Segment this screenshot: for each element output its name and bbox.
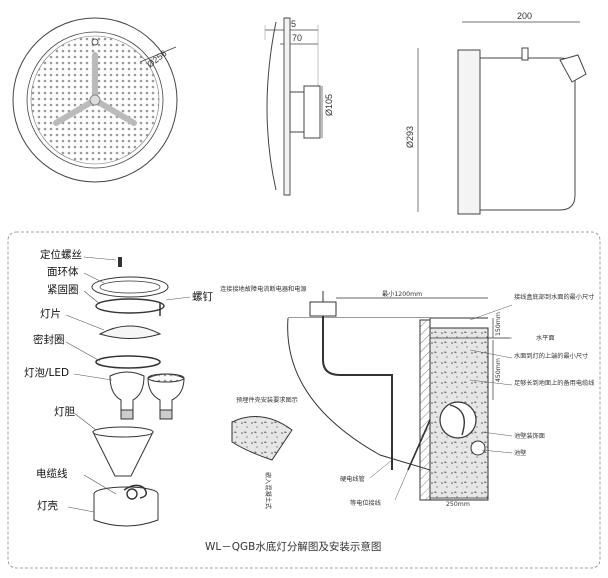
side-inner-dim: 70	[292, 33, 302, 43]
label-gasket: 密封圈	[33, 333, 65, 346]
note-wall: 池壁	[514, 449, 526, 457]
label-rigid-conduit: 硬电线管	[340, 475, 365, 483]
label-bulb-led: 灯泡/LED	[24, 366, 69, 379]
label-bonding: 等电位接线	[350, 499, 381, 507]
label-lens: 灯片	[40, 307, 61, 320]
label-cable: 电缆线	[36, 467, 68, 480]
label-housing: 灯壳	[37, 499, 58, 512]
label-reflector: 灯胆	[54, 406, 75, 418]
side-diameter-label: Ø105	[324, 94, 334, 116]
installation-diagram: 连接接地故障电流断电器和电源 最小1200mm 250mm 150mm 450m…	[220, 285, 594, 509]
diagram-caption: WL－QGB水底灯分解图及安装示意图	[205, 540, 381, 553]
inset-note: 嵌入混凝土式	[264, 472, 272, 509]
label-set-screw: 定位螺丝	[40, 248, 82, 261]
housing-view: 200 Ø293	[405, 11, 587, 215]
dim-side-label: 450mm	[495, 358, 502, 382]
exploded-view: 定位螺丝 面环体 紧固圈 螺钉 灯片 密封圈 灯泡/LED 灯胆 电缆线 灯壳	[24, 248, 213, 527]
cable-note: 连接接地故障电流断电器和电源	[220, 285, 307, 293]
label-face-ring: 面环体	[47, 266, 79, 278]
note-wall-finish: 池壁装饰面	[514, 432, 545, 440]
label-clamp-ring: 紧固圈	[47, 284, 79, 296]
inset-title: 预埋件壳安装要求图示	[236, 396, 298, 404]
min-length-label: 最小1200mm	[382, 290, 422, 298]
dim-250-label: 250mm	[446, 501, 470, 508]
label-screw: 螺钉	[192, 291, 213, 303]
front-view: Ø256	[12, 17, 178, 183]
housing-diameter-label: Ø293	[405, 126, 415, 148]
dim-top-label: 150mm	[495, 312, 502, 336]
note-water-to-lamp: 水面到灯的上端的最小尺寸	[514, 352, 588, 360]
side-overall-dim: 95	[286, 19, 296, 29]
lower-frame	[7, 231, 601, 569]
housing-depth-dim: 200	[517, 11, 532, 21]
note-water-level: 水平面	[536, 334, 555, 342]
note-junction-min: 接线盒底部到水面的最小尺寸	[514, 293, 594, 301]
side-view: 95 70 Ø105	[264, 17, 334, 196]
note-spare-cable: 足够长到地面上的备用电缆线	[514, 379, 594, 387]
